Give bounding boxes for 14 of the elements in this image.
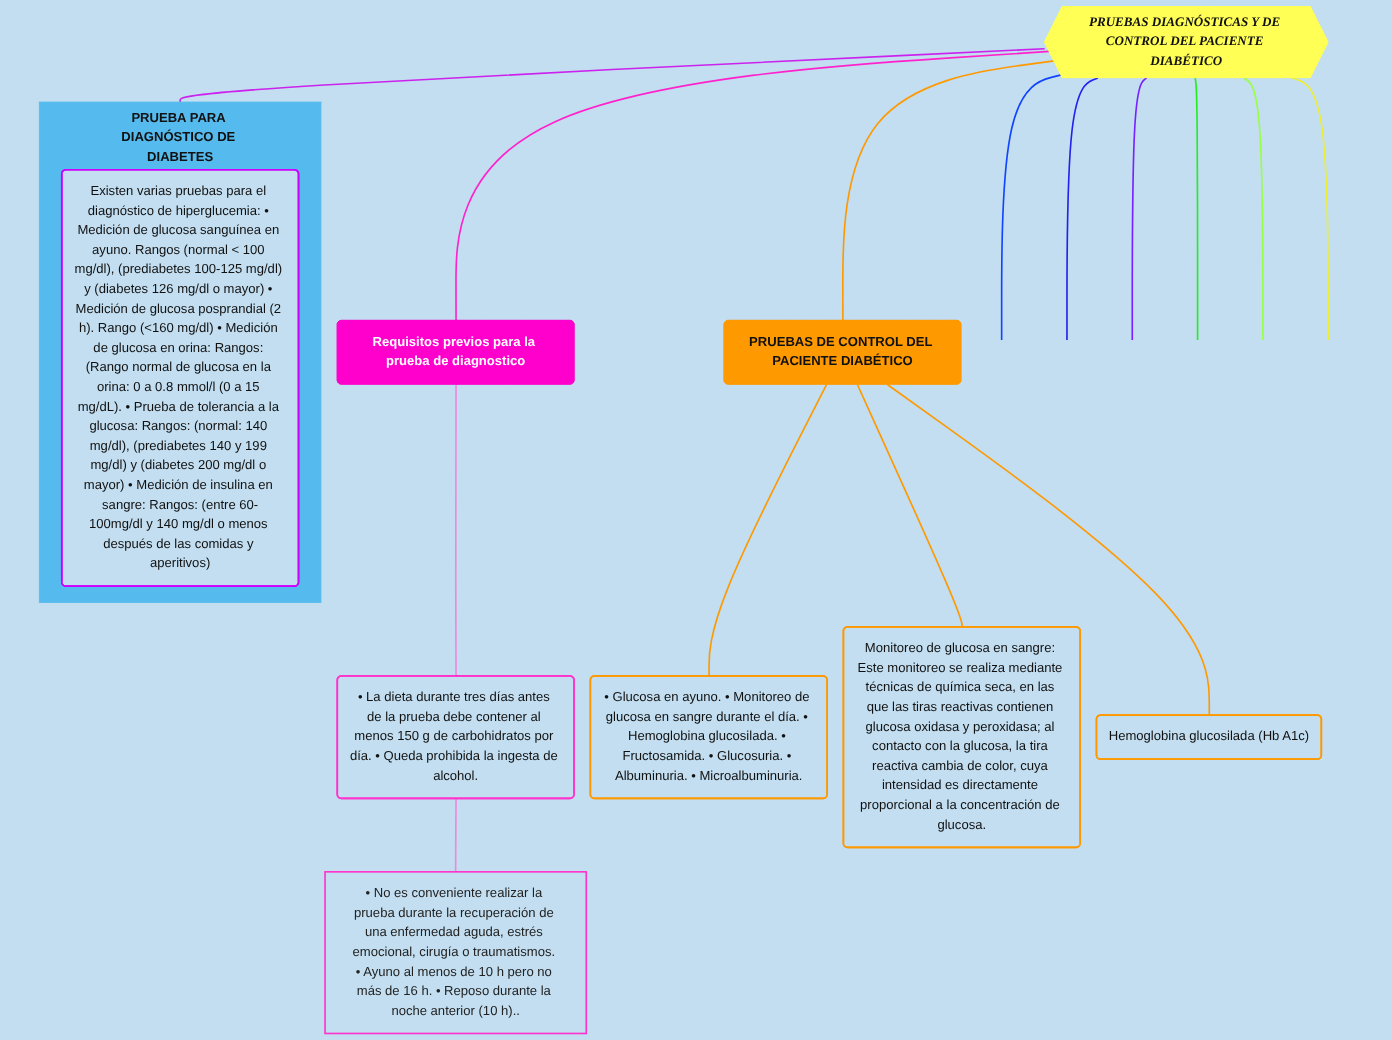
- connector-line: [886, 383, 1211, 717]
- connector-line: [1000, 74, 1063, 341]
- connector-line: [1194, 77, 1199, 341]
- connector-line: [454, 383, 457, 678]
- connector-line: [1291, 77, 1329, 341]
- connector-line: [1242, 77, 1264, 341]
- connector-line: [1066, 77, 1099, 341]
- connector-line: [708, 383, 828, 678]
- connector-line: [455, 50, 1051, 322]
- connector-line: [856, 383, 963, 629]
- connector-line: [179, 47, 1046, 103]
- connector-line: [842, 60, 1055, 322]
- connector-line: [454, 797, 457, 873]
- connector-line: [1131, 77, 1148, 341]
